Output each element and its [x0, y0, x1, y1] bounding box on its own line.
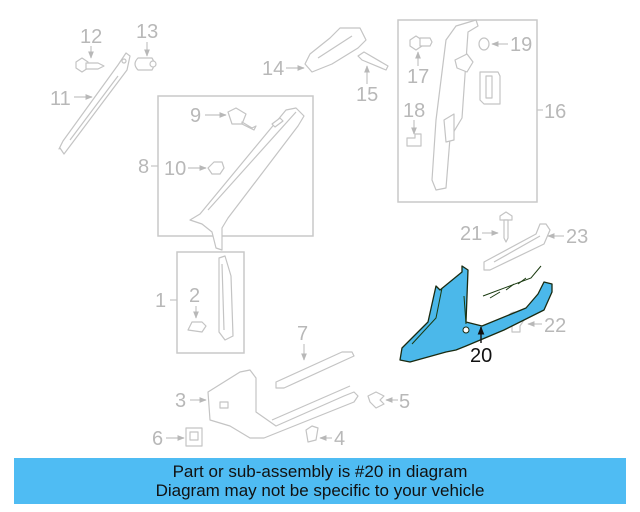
part-14-trim[interactable]	[304, 27, 367, 73]
callout-15: 15	[356, 84, 378, 106]
part-18-clip[interactable]	[406, 133, 422, 147]
part-23-scuff-strip[interactable]	[483, 223, 551, 271]
callout-12: 12	[80, 26, 102, 48]
part-10-clip[interactable]	[207, 161, 225, 175]
part-12-screw[interactable]	[75, 57, 105, 73]
part-13-clip[interactable]	[134, 57, 157, 71]
callout-5: 5	[399, 391, 410, 413]
part-20-sill-trim-highlighted[interactable]	[399, 265, 553, 363]
callout-16: 16	[544, 101, 566, 123]
callout-14: 14	[262, 58, 284, 80]
callout-21: 21	[460, 223, 482, 245]
part-1-trim[interactable]	[218, 255, 234, 341]
part-16-b-pillar[interactable]	[431, 19, 479, 191]
part-19-clip[interactable]	[478, 37, 490, 51]
callout-3: 3	[175, 390, 186, 412]
part-21-bolt[interactable]	[499, 211, 513, 243]
callout-11: 11	[50, 88, 71, 110]
part-15-pin[interactable]	[357, 51, 389, 71]
part-6-block[interactable]	[185, 427, 203, 447]
group-box-1	[176, 251, 245, 354]
part-4-clip[interactable]	[305, 425, 319, 443]
callout-18: 18	[403, 100, 425, 122]
callout-2: 2	[189, 285, 200, 307]
group-box-16	[397, 19, 538, 203]
info-banner: Part or sub-assembly is #20 in diagram D…	[14, 458, 626, 504]
part-3-sill-trim[interactable]	[207, 369, 359, 439]
part-11-trim[interactable]	[58, 52, 131, 155]
part-7-strip[interactable]	[275, 351, 355, 389]
banner-line-1: Part or sub-assembly is #20 in diagram	[172, 462, 468, 481]
callout-13: 13	[136, 21, 158, 43]
callout-23: 23	[566, 226, 588, 248]
part-8-a-pillar[interactable]	[189, 107, 305, 251]
callout-22: 22	[544, 315, 566, 337]
callout-7: 7	[297, 323, 308, 345]
callout-10: 10	[164, 158, 186, 180]
callout-8: 8	[138, 156, 149, 178]
callout-4: 4	[334, 428, 345, 450]
callout-19: 19	[510, 34, 532, 56]
callout-1: 1	[155, 290, 166, 312]
part-9-fastener[interactable]	[227, 107, 257, 131]
callout-9: 9	[190, 105, 201, 127]
callout-20: 20	[470, 345, 492, 367]
banner-line-2: Diagram may not be specific to your vehi…	[155, 481, 485, 500]
part-17-bolt[interactable]	[409, 35, 433, 51]
part-handle[interactable]	[479, 71, 501, 105]
part-2-clip[interactable]	[187, 321, 207, 333]
callout-6: 6	[152, 428, 163, 450]
part-5-clip[interactable]	[367, 391, 385, 409]
callout-17: 17	[407, 66, 429, 88]
